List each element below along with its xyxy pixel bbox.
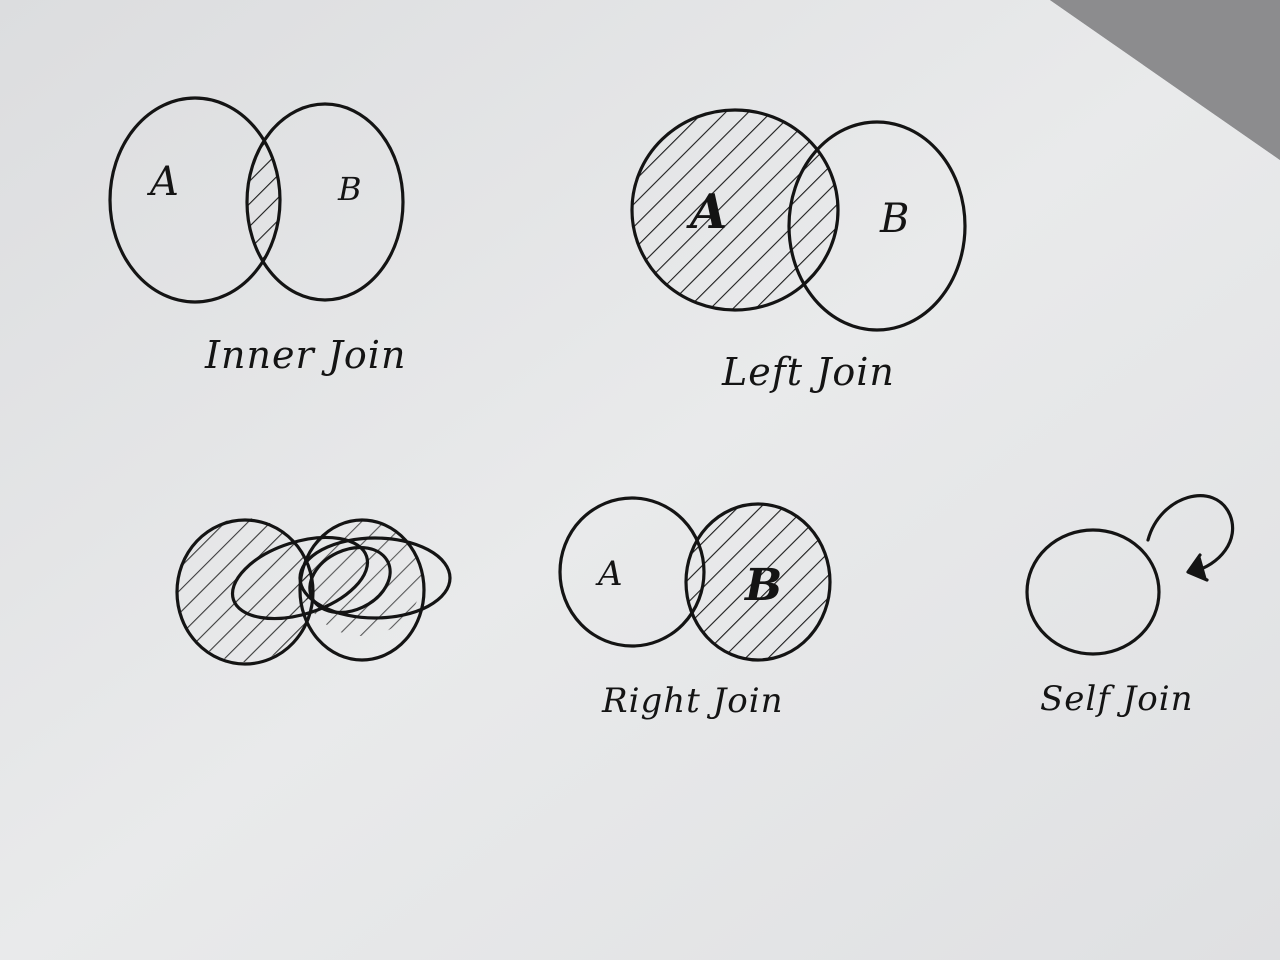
set-b-label: B <box>337 170 362 208</box>
inner-join-caption: Inner Join <box>204 333 406 377</box>
self-circle <box>1025 528 1161 656</box>
set-a-label: A <box>595 554 623 594</box>
paper-shadow-corner <box>1050 0 1280 160</box>
circle-a <box>630 108 840 312</box>
set-b-hatch <box>686 504 830 660</box>
self-reference-arrow <box>1146 494 1235 574</box>
left-join-diagram: A B Left Join <box>630 108 967 394</box>
scribble-loop-1 <box>230 535 370 621</box>
circle-b <box>787 120 967 332</box>
circle-b <box>245 102 405 302</box>
scribble-circle-1 <box>175 518 315 666</box>
circle-b <box>684 502 832 662</box>
circle-a <box>108 96 282 304</box>
set-a-hatch <box>632 110 838 310</box>
scribble-loop-3 <box>308 545 392 615</box>
scribble-loop-2 <box>298 536 452 620</box>
arrow-head-icon <box>1186 553 1209 582</box>
scribble-circle-2 <box>298 518 426 662</box>
set-b-label: B <box>743 560 782 611</box>
inner-join-diagram: A B Inner Join <box>108 96 406 377</box>
right-join-diagram: A B Right Join <box>558 496 832 721</box>
set-a-label: A <box>686 184 727 240</box>
self-join-caption: Self Join <box>1040 679 1194 719</box>
self-join-diagram: Self Join <box>1025 494 1235 719</box>
set-a-label: A <box>146 159 179 205</box>
set-b-label: B <box>879 196 909 242</box>
left-join-caption: Left Join <box>721 350 895 394</box>
intersection-hatch <box>110 98 280 302</box>
right-join-caption: Right Join <box>601 681 783 721</box>
circle-a <box>558 496 706 648</box>
scribbled-diagram <box>175 518 452 666</box>
